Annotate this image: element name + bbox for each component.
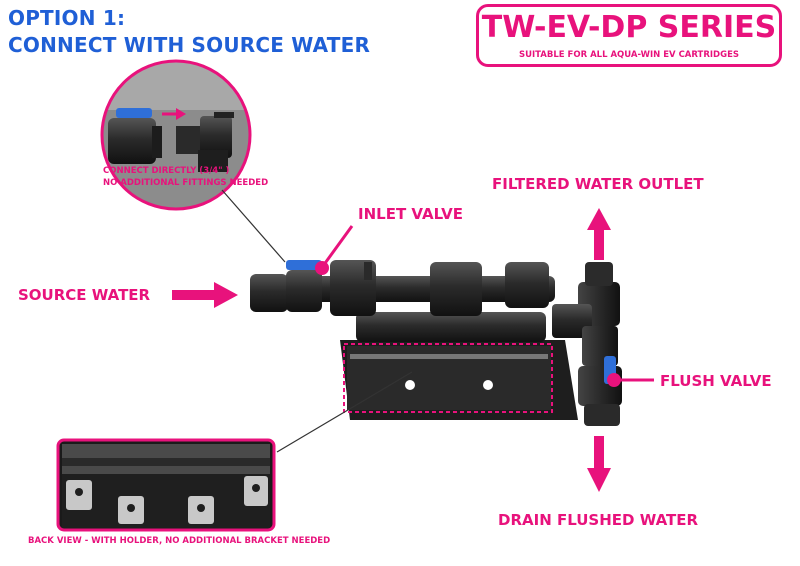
outlet-arrow xyxy=(587,208,611,260)
inlet-valve-label: INLET VALVE xyxy=(358,205,463,223)
connect-directly-text: CONNECT DIRECTLY (3/4" ) xyxy=(103,166,230,176)
series-title-box: TW-EV-DP SERIES SUITABLE FOR ALL AQUA-WI… xyxy=(476,4,782,67)
drain-arrow xyxy=(587,436,611,492)
series-title: TW-EV-DP SERIES xyxy=(481,10,777,45)
connection-zoom-callout xyxy=(100,59,252,211)
back-view-caption: BACK VIEW - WITH HOLDER, NO ADDITIONAL B… xyxy=(28,536,331,546)
backview-leader-line xyxy=(276,371,413,453)
option-subheading: CONNECT WITH SOURCE WATER xyxy=(8,33,371,57)
option-heading: OPTION 1: xyxy=(8,6,126,30)
inlet-valve-pointer xyxy=(321,225,354,267)
source-water-label: SOURCE WATER xyxy=(18,286,151,304)
series-subtitle: SUITABLE FOR ALL AQUA-WIN EV CARTRIDGES xyxy=(518,50,740,60)
back-view-callout xyxy=(56,438,276,532)
no-fittings-text: NO ADDITIONAL FITTINGS NEEDED xyxy=(103,178,269,188)
filtered-outlet-label: FILTERED WATER OUTLET xyxy=(492,175,704,193)
drain-label: DRAIN FLUSHED WATER xyxy=(498,511,699,529)
flush-valve-label: FLUSH VALVE xyxy=(660,372,772,390)
source-water-arrow xyxy=(172,282,238,308)
filter-manifold xyxy=(250,260,622,426)
callout-leader-line xyxy=(221,189,286,263)
